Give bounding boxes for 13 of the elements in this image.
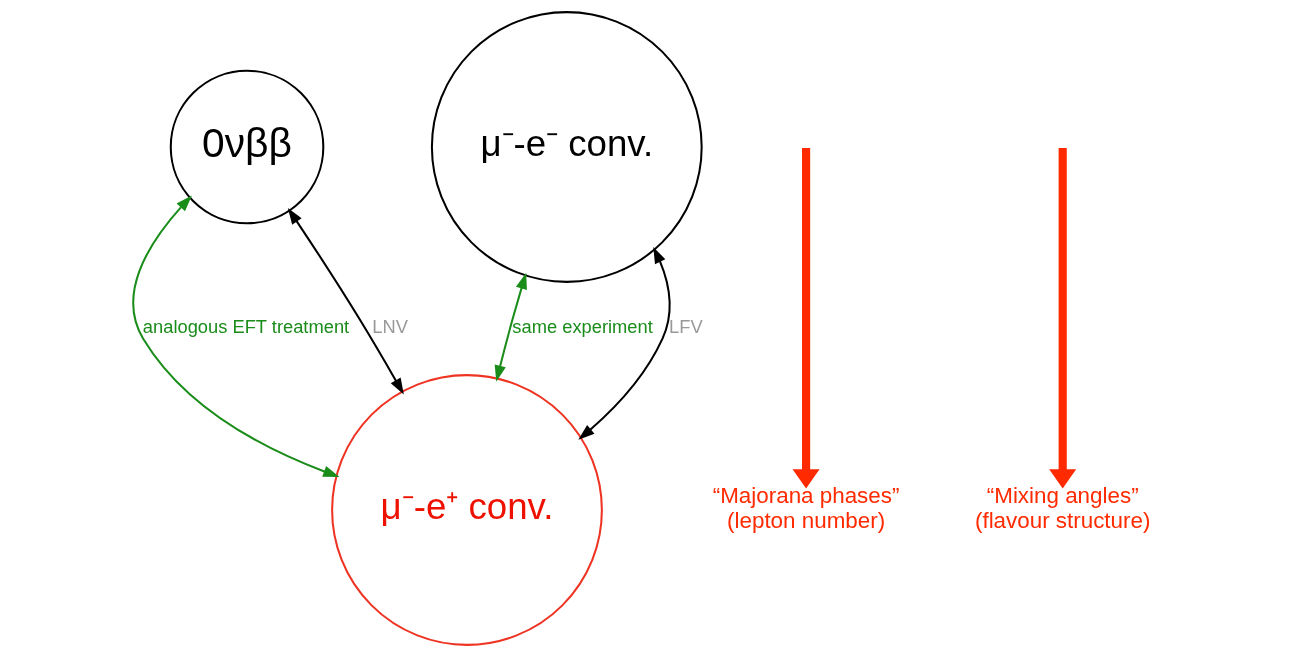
arrow: [578, 246, 671, 440]
arrow: [792, 148, 820, 489]
arrow: [494, 272, 527, 382]
node-text: “Mixing angles” (flavour structure): [974, 483, 1151, 533]
edge-label: same experiment: [512, 315, 653, 337]
node-text: “Majorana phases” (lepton number): [712, 483, 900, 533]
node-circle: μ⁻-e⁻ conv.: [430, 11, 703, 283]
arrow: [132, 195, 340, 478]
edge-label: LNV: [372, 315, 408, 337]
arrow: [287, 207, 404, 395]
edge-label: LFV: [669, 315, 703, 337]
edge-label: analogous EFT treatment: [142, 315, 350, 337]
arrow: [1049, 148, 1077, 489]
